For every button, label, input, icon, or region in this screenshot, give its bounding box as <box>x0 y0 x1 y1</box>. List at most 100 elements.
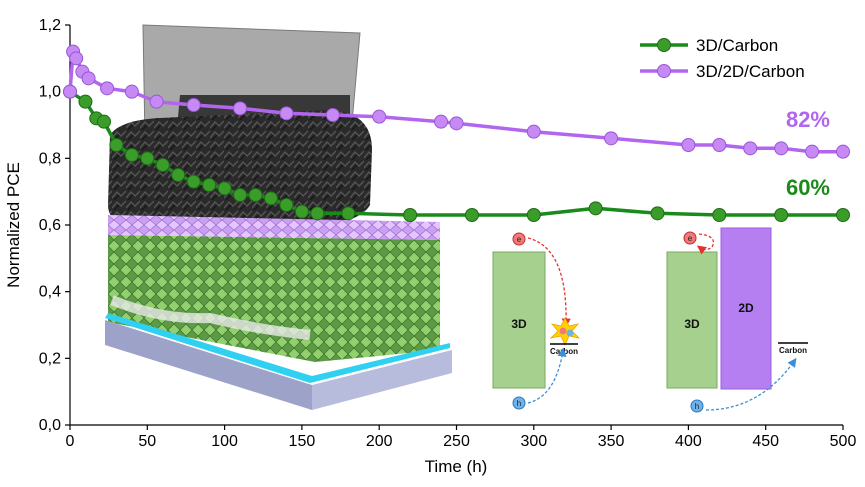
band-2d <box>720 227 772 390</box>
data-point <box>97 114 112 129</box>
legend-label-3d-2d-carbon: 3D/2D/Carbon <box>696 62 805 81</box>
data-point <box>836 208 850 222</box>
electron-bounce <box>696 233 715 255</box>
legend-entry-3d-carbon: 3D/Carbon <box>640 36 778 55</box>
annotation-60-percent: 60% <box>786 175 830 200</box>
data-point <box>650 206 665 221</box>
data-point <box>140 151 155 166</box>
y-tick-label: 0,8 <box>39 150 61 167</box>
data-point <box>743 141 758 156</box>
y-tick-label: 1,0 <box>39 84 61 101</box>
data-point <box>155 158 170 172</box>
data-point <box>81 71 96 86</box>
data-point <box>403 208 418 222</box>
data-point <box>712 138 727 152</box>
annotation-82-percent: 82% <box>786 107 830 132</box>
band-diagram-3d-carbon: 3D e Carbon h <box>492 232 581 410</box>
data-point <box>449 116 464 131</box>
data-point <box>526 124 541 139</box>
band-3d-left-label: 3D <box>511 317 527 331</box>
series-layer <box>63 44 850 222</box>
x-tick-label: 50 <box>138 433 156 450</box>
series-3d-2d-carbon <box>63 44 850 159</box>
hole-left-label: h <box>517 399 521 408</box>
legend-marker-3d-2d-carbon <box>657 64 671 78</box>
x-tick-label: 200 <box>366 433 393 450</box>
y-tick-label: 0,6 <box>39 217 61 234</box>
data-point <box>217 181 232 196</box>
electron-right-label: e <box>688 234 693 243</box>
data-point <box>341 206 356 221</box>
data-point <box>372 109 387 124</box>
data-point <box>124 148 139 162</box>
data-point <box>233 188 248 202</box>
data-point <box>325 108 340 122</box>
band-3d-right-label: 3D <box>684 317 700 331</box>
legend: 3D/Carbon 3D/2D/Carbon <box>640 36 805 81</box>
data-point <box>712 208 727 222</box>
data-point <box>149 94 164 109</box>
data-point <box>805 144 820 159</box>
band-diagram-3d-2d-carbon: 3D 2D e Carbon h <box>666 227 808 413</box>
electron-right <box>683 231 697 245</box>
band-3d-left <box>492 251 546 389</box>
series-3d-carbon <box>63 84 850 222</box>
data-point <box>69 51 84 66</box>
hole-path-left <box>527 347 567 404</box>
electron-left <box>512 232 526 246</box>
x-tick-label: 150 <box>289 433 316 450</box>
carbon-layer <box>108 110 372 228</box>
data-point <box>100 81 115 96</box>
data-point <box>279 198 294 212</box>
data-point <box>202 178 217 192</box>
legend-entry-3d-2d-carbon: 3D/2D/Carbon <box>640 62 805 81</box>
y-tick-label: 0,0 <box>39 417 61 434</box>
hole-right-label: h <box>695 402 699 411</box>
data-point <box>774 141 789 156</box>
electron-left-label: e <box>517 235 522 244</box>
y-tick-label: 0,2 <box>39 350 61 367</box>
hole-path-right <box>705 357 797 411</box>
x-tick-label: 500 <box>830 433 857 450</box>
x-tick-label: 450 <box>752 433 779 450</box>
data-point <box>263 191 278 206</box>
x-tick-label: 100 <box>211 433 238 450</box>
legend-marker-3d-carbon <box>657 38 671 52</box>
x-axis-title: Time (h) <box>425 457 488 476</box>
data-point <box>78 94 93 109</box>
data-point <box>109 138 124 152</box>
data-point <box>63 84 77 99</box>
data-point <box>604 131 619 146</box>
data-point <box>588 201 603 216</box>
data-point <box>434 114 449 129</box>
data-point <box>836 144 850 159</box>
carbon-right-label: Carbon <box>779 346 807 355</box>
data-point <box>124 84 139 99</box>
hole-right <box>690 399 704 413</box>
y-ticks: 0,00,20,40,60,81,01,2 <box>39 17 70 434</box>
data-point <box>310 206 325 221</box>
hole-left <box>512 396 526 410</box>
x-tick-label: 350 <box>598 433 625 450</box>
data-point <box>248 188 263 202</box>
data-point <box>294 204 309 219</box>
data-point <box>526 208 541 222</box>
band-2d-label: 2D <box>738 301 754 315</box>
data-point <box>279 106 294 121</box>
x-tick-label: 400 <box>675 433 702 450</box>
device-illustration <box>105 24 452 410</box>
electron-path-left <box>527 237 571 328</box>
three-d-layer-front <box>108 235 440 362</box>
data-point <box>233 101 248 116</box>
two-d-layer <box>108 215 440 240</box>
data-point <box>186 174 201 189</box>
y-tick-label: 1,2 <box>39 17 61 34</box>
x-tick-label: 250 <box>443 433 470 450</box>
data-point <box>774 208 789 222</box>
data-point <box>464 208 479 222</box>
data-point <box>171 168 186 182</box>
data-point <box>186 98 201 112</box>
substrate-top <box>105 313 450 383</box>
